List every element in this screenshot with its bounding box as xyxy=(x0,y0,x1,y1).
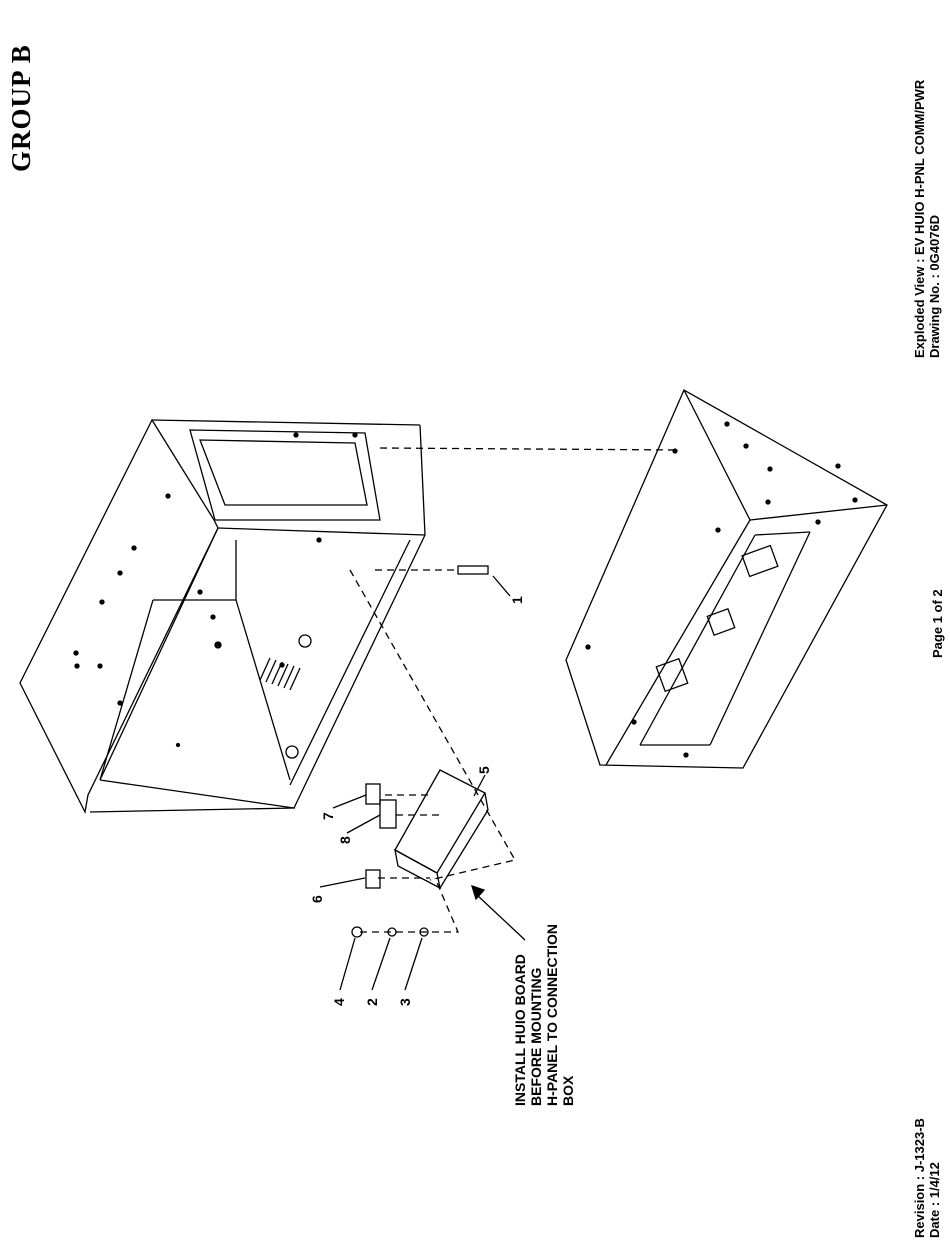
callout-8: 8 xyxy=(337,836,353,844)
connection-box xyxy=(20,420,425,812)
callout-6: 6 xyxy=(309,895,325,903)
callout-1: 1 xyxy=(509,596,525,604)
standoff-1 xyxy=(458,566,488,574)
connector-7 xyxy=(366,784,380,804)
callout-2: 2 xyxy=(364,998,380,1006)
callout-4: 4 xyxy=(331,998,347,1006)
callout-5: 5 xyxy=(476,766,492,774)
connector-8 xyxy=(380,800,396,828)
callout-7: 7 xyxy=(320,812,336,820)
h-panel xyxy=(566,390,887,768)
callout-labels: 1 2 3 4 5 6 7 8 xyxy=(309,596,525,1006)
callout-3: 3 xyxy=(397,998,413,1006)
connector-6 xyxy=(366,870,380,888)
